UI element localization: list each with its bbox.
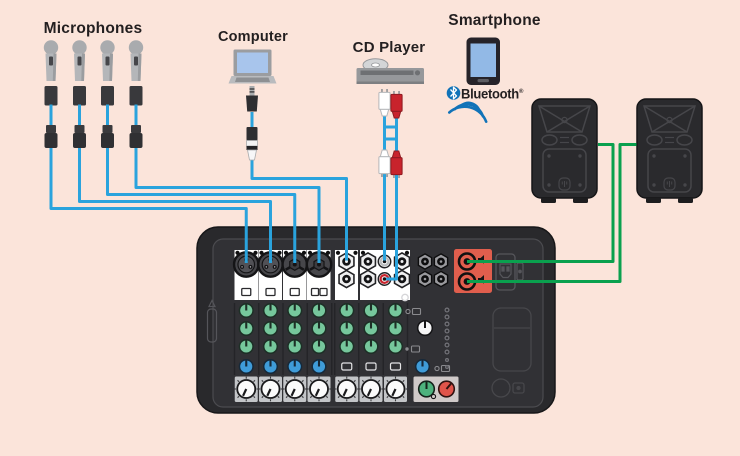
rca-plug-red-bottom [390,150,403,179]
bluetooth-wordmark: Bluetooth [461,86,519,102]
mic-cable-2 [78,104,272,263]
footswitch-jack [401,293,409,302]
speaker-left [531,98,598,204]
channel-separators [233,303,409,375]
audio-cables-blue [49,104,398,281]
computer-label: Computer [217,29,289,45]
speaker-cable-left [467,143,615,263]
speaker-cable-right [467,143,637,283]
wireless-waves-icon [447,101,488,123]
mic-cable-couplers [44,125,143,148]
cable-connector [246,127,258,161]
microphone-3 [100,40,115,106]
cd-player-label: CD Player [352,39,426,56]
mic-cable-3 [106,104,297,263]
mixer [196,226,556,414]
microphone-4 [128,40,144,106]
microphone-1 [43,40,59,106]
laptop-icon [228,49,277,84]
master-section-icons [405,307,451,375]
level-knob-row [232,375,459,403]
channel-buttons [241,287,328,297]
rca-plug-red-top [390,90,403,119]
smartphone-label: Smartphone [448,12,541,29]
minijack-plug [246,86,258,112]
power-switch-panel [491,307,532,398]
cd-cable-junction [384,125,397,141]
carry-handle [206,299,218,343]
bluetooth-logo-icon [446,86,461,100]
channel-eq-knobs [238,302,404,355]
level-meter-leds [444,307,450,370]
monitor-level-knob [437,380,456,398]
microphone-2 [72,40,87,106]
registered-mark: ® [518,88,524,96]
smartphone-icon [466,37,500,85]
rca-plug-white-bottom [378,149,391,178]
microphones-label: Microphones [43,20,143,37]
cd-player-icon [356,58,424,84]
rca-plug-white-top [378,88,391,117]
speaker-output-panel [454,249,492,293]
stereo-channel-buttons [341,362,402,371]
mic-cable-1 [49,104,248,263]
master-level-knob [417,380,437,400]
speaker-cables-green [467,143,637,283]
bluetooth-label: Bluetooth® [461,86,541,102]
speaker-right [636,98,703,204]
